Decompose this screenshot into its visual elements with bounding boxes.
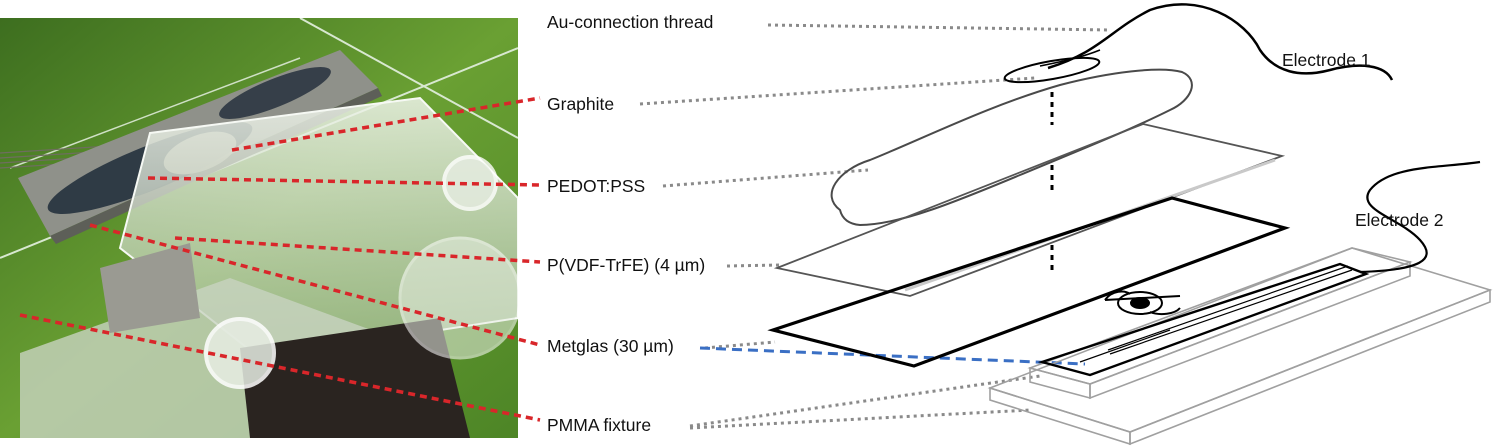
screw bbox=[398, 236, 518, 360]
leader-au-thread bbox=[767, 23, 1111, 32]
metglas-tab bbox=[100, 243, 200, 333]
screw bbox=[204, 317, 276, 389]
photo-leader-lines bbox=[19, 96, 541, 422]
leader-metglas bbox=[89, 223, 541, 347]
metglas-device-outline bbox=[1037, 262, 1370, 377]
pedot-layer bbox=[830, 68, 1193, 227]
schematic-leader-lines bbox=[639, 23, 1111, 430]
label-au-connection-thread: Au-connection thread bbox=[547, 12, 714, 32]
label-electrode-2: Electrode 2 bbox=[1355, 210, 1444, 230]
label-pvdf-trfe: P(VDF-TrFE) (4 µm) bbox=[547, 255, 706, 275]
leader-pvdf-sch bbox=[726, 263, 781, 268]
leader-pedot-sch bbox=[662, 168, 869, 188]
leader-metglas-sch bbox=[704, 340, 776, 350]
graphite-pad bbox=[1003, 56, 1101, 84]
label-metglas: Metglas (30 µm) bbox=[547, 336, 674, 356]
leader-pvdf bbox=[174, 236, 541, 264]
pvdf-layer bbox=[773, 123, 1286, 297]
electrode-pattern bbox=[1104, 290, 1181, 316]
electrode-2-wire bbox=[1359, 160, 1481, 274]
board-trace bbox=[299, 18, 518, 139]
label-graphite: Graphite bbox=[547, 94, 615, 114]
electrode-1-wire bbox=[1047, 3, 1394, 81]
graphite-ink bbox=[219, 67, 331, 119]
label-electrode-1: Electrode 1 bbox=[1282, 50, 1371, 70]
leader-pmma bbox=[19, 313, 541, 422]
device-photo bbox=[0, 18, 518, 438]
pmma-fixture bbox=[987, 247, 1493, 446]
leader-pedot bbox=[147, 176, 541, 187]
leader-pmma-fixture-1 bbox=[689, 374, 1041, 428]
label-pmma-fixture: PMMA fixture bbox=[547, 415, 652, 435]
label-pedot-pss: PEDOT:PSS bbox=[547, 176, 646, 196]
pmma-fixture-window bbox=[240, 318, 470, 438]
leader-pmma-fixture-2 bbox=[689, 408, 1031, 430]
leader-graphite-sch bbox=[639, 76, 1036, 106]
leader-graphite bbox=[231, 96, 541, 152]
device-inner-traces bbox=[1079, 265, 1353, 363]
metglas-layer bbox=[767, 196, 1291, 368]
